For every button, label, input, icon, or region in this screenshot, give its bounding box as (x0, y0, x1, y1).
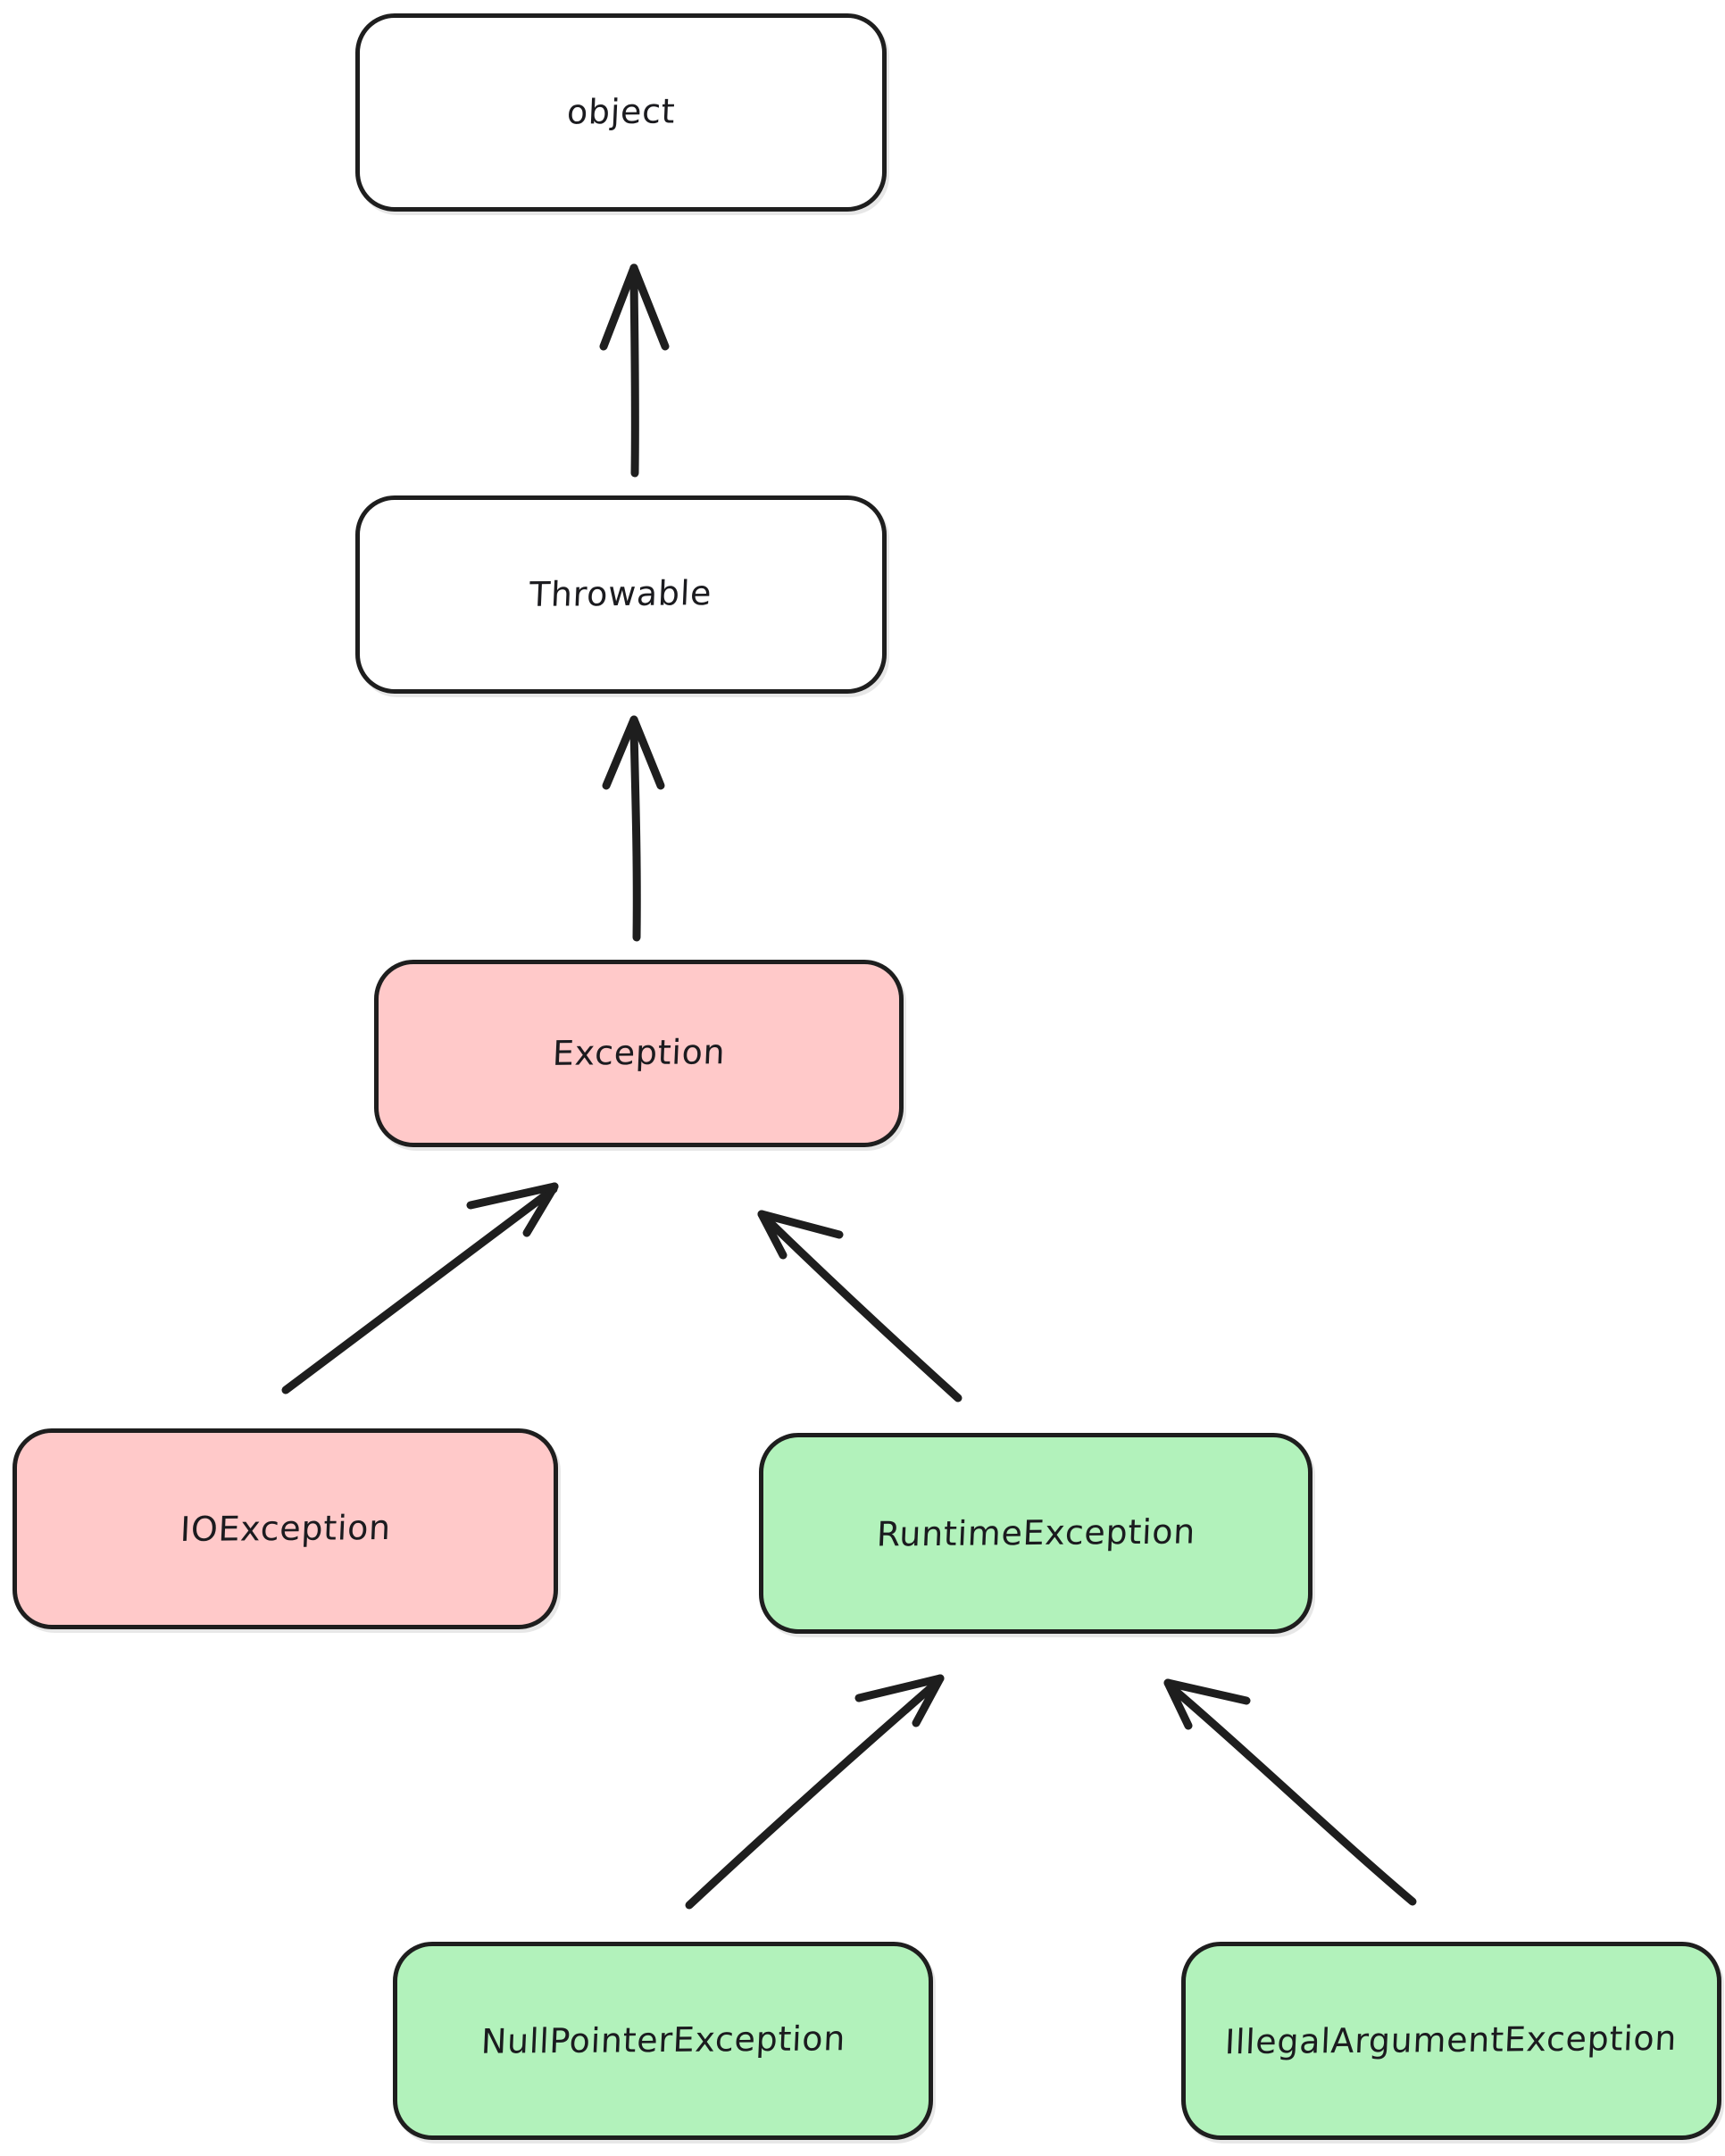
edge-nullpointer-to-runtimeexception (685, 1674, 945, 1910)
node-illegalargumentexception-label: IllegalArgumentException (1224, 2018, 1679, 2062)
node-nullpointerexception-label: NullPointerException (479, 2019, 846, 2061)
node-throwable-label: Throwable (529, 573, 713, 615)
node-illegalargumentexception[interactable]: IllegalArgumentException (1181, 1942, 1721, 2140)
node-object-label: object (565, 91, 677, 132)
edge-illegalargument-to-runtimeexception (1163, 1678, 1417, 1906)
node-exception-label: Exception (551, 1032, 727, 1073)
node-ioexception-label: IOException (179, 1507, 392, 1549)
node-runtimeexception[interactable]: RuntimeException (759, 1433, 1312, 1634)
node-runtimeexception-label: RuntimeException (875, 1511, 1196, 1554)
edge-throwable-to-object (599, 263, 670, 478)
node-ioexception[interactable]: IOException (12, 1428, 558, 1629)
edge-runtimeexception-to-exception (757, 1210, 962, 1403)
node-throwable[interactable]: Throwable (355, 495, 887, 694)
node-nullpointerexception[interactable]: NullPointerException (393, 1942, 933, 2140)
node-object[interactable]: object (355, 13, 887, 212)
edge-exception-to-throwable (602, 715, 665, 942)
edge-ioexception-to-exception (281, 1182, 559, 1394)
node-exception[interactable]: Exception (374, 960, 904, 1147)
